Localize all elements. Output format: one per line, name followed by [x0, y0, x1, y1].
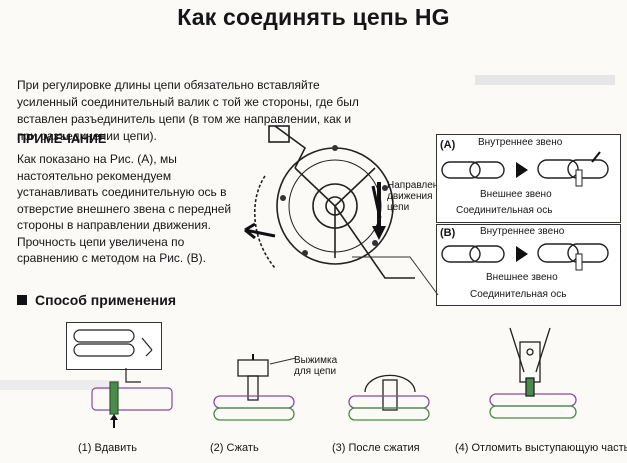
- panel-b-pin-label: Соединительная ось: [470, 289, 567, 300]
- method-heading-text: Способ применения: [35, 292, 177, 308]
- panel-a-chain-diagram: [441, 151, 609, 187]
- step1-illustration: [73, 329, 173, 428]
- step-caption: (4) Отломить выступающую часть: [455, 442, 627, 454]
- panel-a-outer-link-label: Внешнее звено: [480, 189, 552, 200]
- panel-b: [436, 224, 621, 306]
- panel-b-tag: (B): [440, 227, 456, 239]
- leader-line: [352, 256, 439, 296]
- bullet-square-icon: [17, 295, 27, 305]
- intro-paragraph: При регулировке длины цепи обязательно в…: [17, 78, 359, 143]
- panel-a-inner-link-label: Внутреннее звено: [478, 137, 563, 148]
- step-caption: (2) Сжать: [210, 442, 259, 454]
- step-caption: (3) После сжатия: [332, 442, 420, 454]
- step2-illustration: [213, 354, 297, 421]
- note-body: Как показано на Рис. (А), мы настоятельн…: [17, 152, 232, 265]
- note-heading: ПРИМЕЧАНИЕ: [17, 132, 107, 146]
- page-title: Как соединять цепь HG: [177, 4, 450, 30]
- method-heading: Способ применения: [17, 292, 176, 308]
- bleed-through-bars: [0, 380, 120, 390]
- step-caption: (1) Вдавить: [78, 442, 138, 454]
- panel-a-pin-label: Соединительная ось: [456, 205, 553, 216]
- panel-b-inner-link-label: Внутреннее звено: [480, 226, 565, 237]
- direction-label: Направление движения цепи: [387, 180, 450, 213]
- panel-b-outer-link-label: Внешнее звено: [486, 272, 558, 283]
- panel-a-tag: (A): [440, 139, 456, 151]
- step3-illustration: [348, 374, 430, 421]
- panel-b-chain-diagram: [441, 243, 609, 271]
- bleed-through-bars: [475, 75, 615, 85]
- tool-label: Выжимка для цепи: [294, 355, 338, 377]
- direction-arrow-icon: [372, 182, 386, 240]
- step4-illustration: [489, 327, 577, 419]
